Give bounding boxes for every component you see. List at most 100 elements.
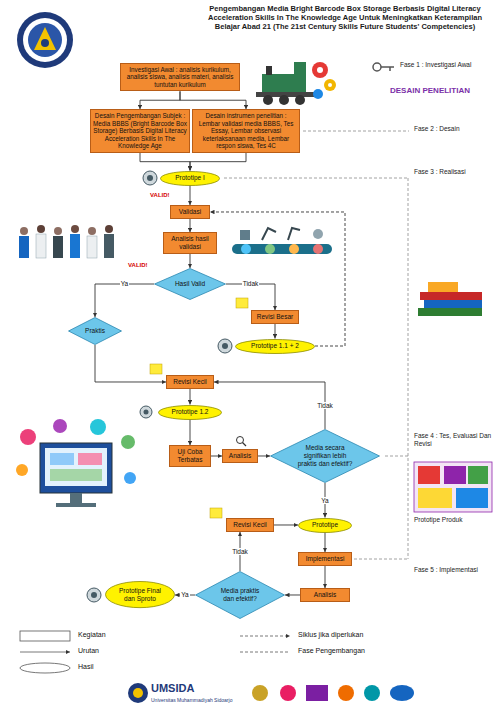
flow-arrow bbox=[211, 456, 222, 457]
steam-train bbox=[263, 95, 273, 105]
node-text-box: Prototipe bbox=[305, 521, 346, 529]
computer-picture bbox=[56, 503, 96, 507]
legend-sample bbox=[240, 636, 290, 637]
students-picture bbox=[20, 227, 28, 235]
gear-icons bbox=[313, 89, 323, 99]
industry-revolution-banner bbox=[265, 244, 275, 254]
result-ellipse: Prototipe I bbox=[160, 171, 220, 186]
computer-picture bbox=[40, 443, 112, 493]
students-picture bbox=[104, 234, 114, 258]
steam-train bbox=[295, 95, 305, 105]
partner-logos bbox=[252, 685, 414, 701]
camera-icon bbox=[87, 588, 101, 602]
umsida-logo bbox=[133, 688, 143, 698]
key-icon bbox=[373, 63, 394, 71]
camera-icon bbox=[218, 339, 232, 353]
phase-line bbox=[224, 178, 408, 179]
flow-arrow bbox=[274, 524, 298, 525]
annotation-label: Universitas Muhammadiyah Sidoarjo bbox=[151, 697, 251, 703]
decision-diamond bbox=[69, 318, 122, 345]
legend-label: Urutan bbox=[78, 647, 99, 655]
flow-arrow bbox=[190, 254, 191, 268]
node-text-box: Revisi Kecil bbox=[169, 378, 211, 386]
node-text-box: Prototipe 1.1 + 2 bbox=[245, 342, 305, 350]
annotation-label: DESAIN PENELITIAN bbox=[390, 86, 472, 96]
node-label: Investigasi Awal : analisis kurikulum, a… bbox=[123, 66, 237, 89]
node-text-box: Investigasi Awal : analisis kurikulum, a… bbox=[123, 66, 237, 89]
camera-icon bbox=[144, 410, 149, 415]
key-icon bbox=[373, 63, 381, 71]
flow-arrow bbox=[325, 566, 326, 588]
flow-arrow bbox=[214, 382, 325, 429]
node-label: Uji Coba Terbatas bbox=[172, 448, 208, 464]
industry-revolution-banner bbox=[240, 230, 250, 240]
book-picture bbox=[420, 292, 482, 300]
university-logo bbox=[17, 12, 73, 68]
legend-sample bbox=[20, 663, 70, 673]
node-label: Validasi bbox=[173, 208, 207, 216]
result-ellipse: Prototipe 1.2 bbox=[158, 405, 222, 420]
node-label: Implementasi bbox=[301, 555, 349, 563]
partner-logos bbox=[280, 685, 296, 701]
decision-diamond: Media secara signifikan lebih praktis da… bbox=[270, 429, 380, 483]
sticky-note bbox=[150, 364, 162, 374]
camera-icon bbox=[222, 343, 228, 349]
product-picture bbox=[414, 462, 492, 512]
decision-diamond: Praktis bbox=[68, 317, 122, 345]
legend-label: Siklus jika diperlukan bbox=[298, 631, 363, 639]
flow-arrow bbox=[190, 153, 246, 171]
annotation-label: VALID! bbox=[150, 192, 184, 199]
phase-line bbox=[354, 559, 408, 560]
university-logo bbox=[28, 23, 62, 57]
node-label: Prototipe 1.1 + 2 bbox=[245, 342, 305, 350]
book-picture bbox=[428, 282, 458, 292]
node-label: Revisi Kecil bbox=[229, 521, 271, 529]
node-label: Prototipe I bbox=[168, 174, 213, 182]
annotation-label: Fase 4 : Tes, Evaluasi Dan Revisi bbox=[414, 432, 494, 448]
legend-label: Fase Pengembangan bbox=[298, 647, 365, 655]
node-text-box: Prototipe Final dan Sproto bbox=[114, 587, 167, 603]
node-text-box: Media praktis dan efektif? bbox=[218, 587, 263, 603]
key-icon bbox=[381, 66, 394, 68]
computer-picture bbox=[121, 435, 135, 449]
node-text-box: Uji Coba Terbatas bbox=[172, 448, 208, 464]
node-label: Prototipe 1.2 bbox=[166, 408, 214, 416]
node-label: Analisis hasil validasi bbox=[166, 235, 214, 251]
branch-label: Ya bbox=[120, 280, 129, 287]
industry-revolution-banner bbox=[241, 244, 251, 254]
book-picture bbox=[418, 308, 482, 316]
industry-revolution-banner bbox=[313, 244, 323, 254]
university-logo bbox=[23, 18, 67, 62]
industry-revolution-banner bbox=[313, 229, 323, 239]
product-picture bbox=[418, 466, 440, 484]
computer-picture bbox=[124, 472, 136, 484]
students-picture bbox=[105, 225, 113, 233]
computer-picture bbox=[50, 469, 102, 481]
result-ellipse: Prototipe Final dan Sproto bbox=[105, 581, 175, 608]
book-picture bbox=[424, 300, 482, 308]
phase-line bbox=[408, 178, 409, 559]
node-text-box: Desain Pengembangan Subjek : Media BBBS … bbox=[93, 112, 187, 150]
branch-label: Ya bbox=[180, 591, 189, 598]
camera-icon bbox=[140, 406, 152, 418]
process-box: Investigasi Awal : analisis kurikulum, a… bbox=[120, 63, 240, 92]
flow-arrow bbox=[258, 455, 270, 456]
process-box: Uji Coba Terbatas bbox=[169, 445, 211, 467]
magnifier-icon bbox=[243, 443, 247, 447]
gear-icons bbox=[328, 83, 332, 87]
students-picture bbox=[19, 236, 29, 258]
node-text-box: Analisis bbox=[225, 452, 255, 460]
flow-arrow bbox=[190, 186, 191, 206]
node-text-box: Desain instrumen penelitian : Lembar val… bbox=[195, 112, 297, 150]
flow-arrow bbox=[275, 324, 276, 339]
legend-label: Kegiatan bbox=[78, 631, 106, 639]
computer-picture bbox=[16, 464, 28, 476]
decision-diamond bbox=[271, 430, 380, 483]
annotation-label: Fase 1 : Investigasi Awal bbox=[400, 61, 494, 69]
legend-label: Hasil bbox=[78, 663, 94, 671]
legend-sample bbox=[20, 631, 70, 641]
decision-diamond: Hasil Valid bbox=[154, 268, 226, 300]
process-box: Analisis bbox=[222, 449, 258, 463]
node-label: Desain Pengembangan Subjek : Media BBBS … bbox=[93, 112, 187, 150]
university-logo bbox=[41, 39, 49, 47]
